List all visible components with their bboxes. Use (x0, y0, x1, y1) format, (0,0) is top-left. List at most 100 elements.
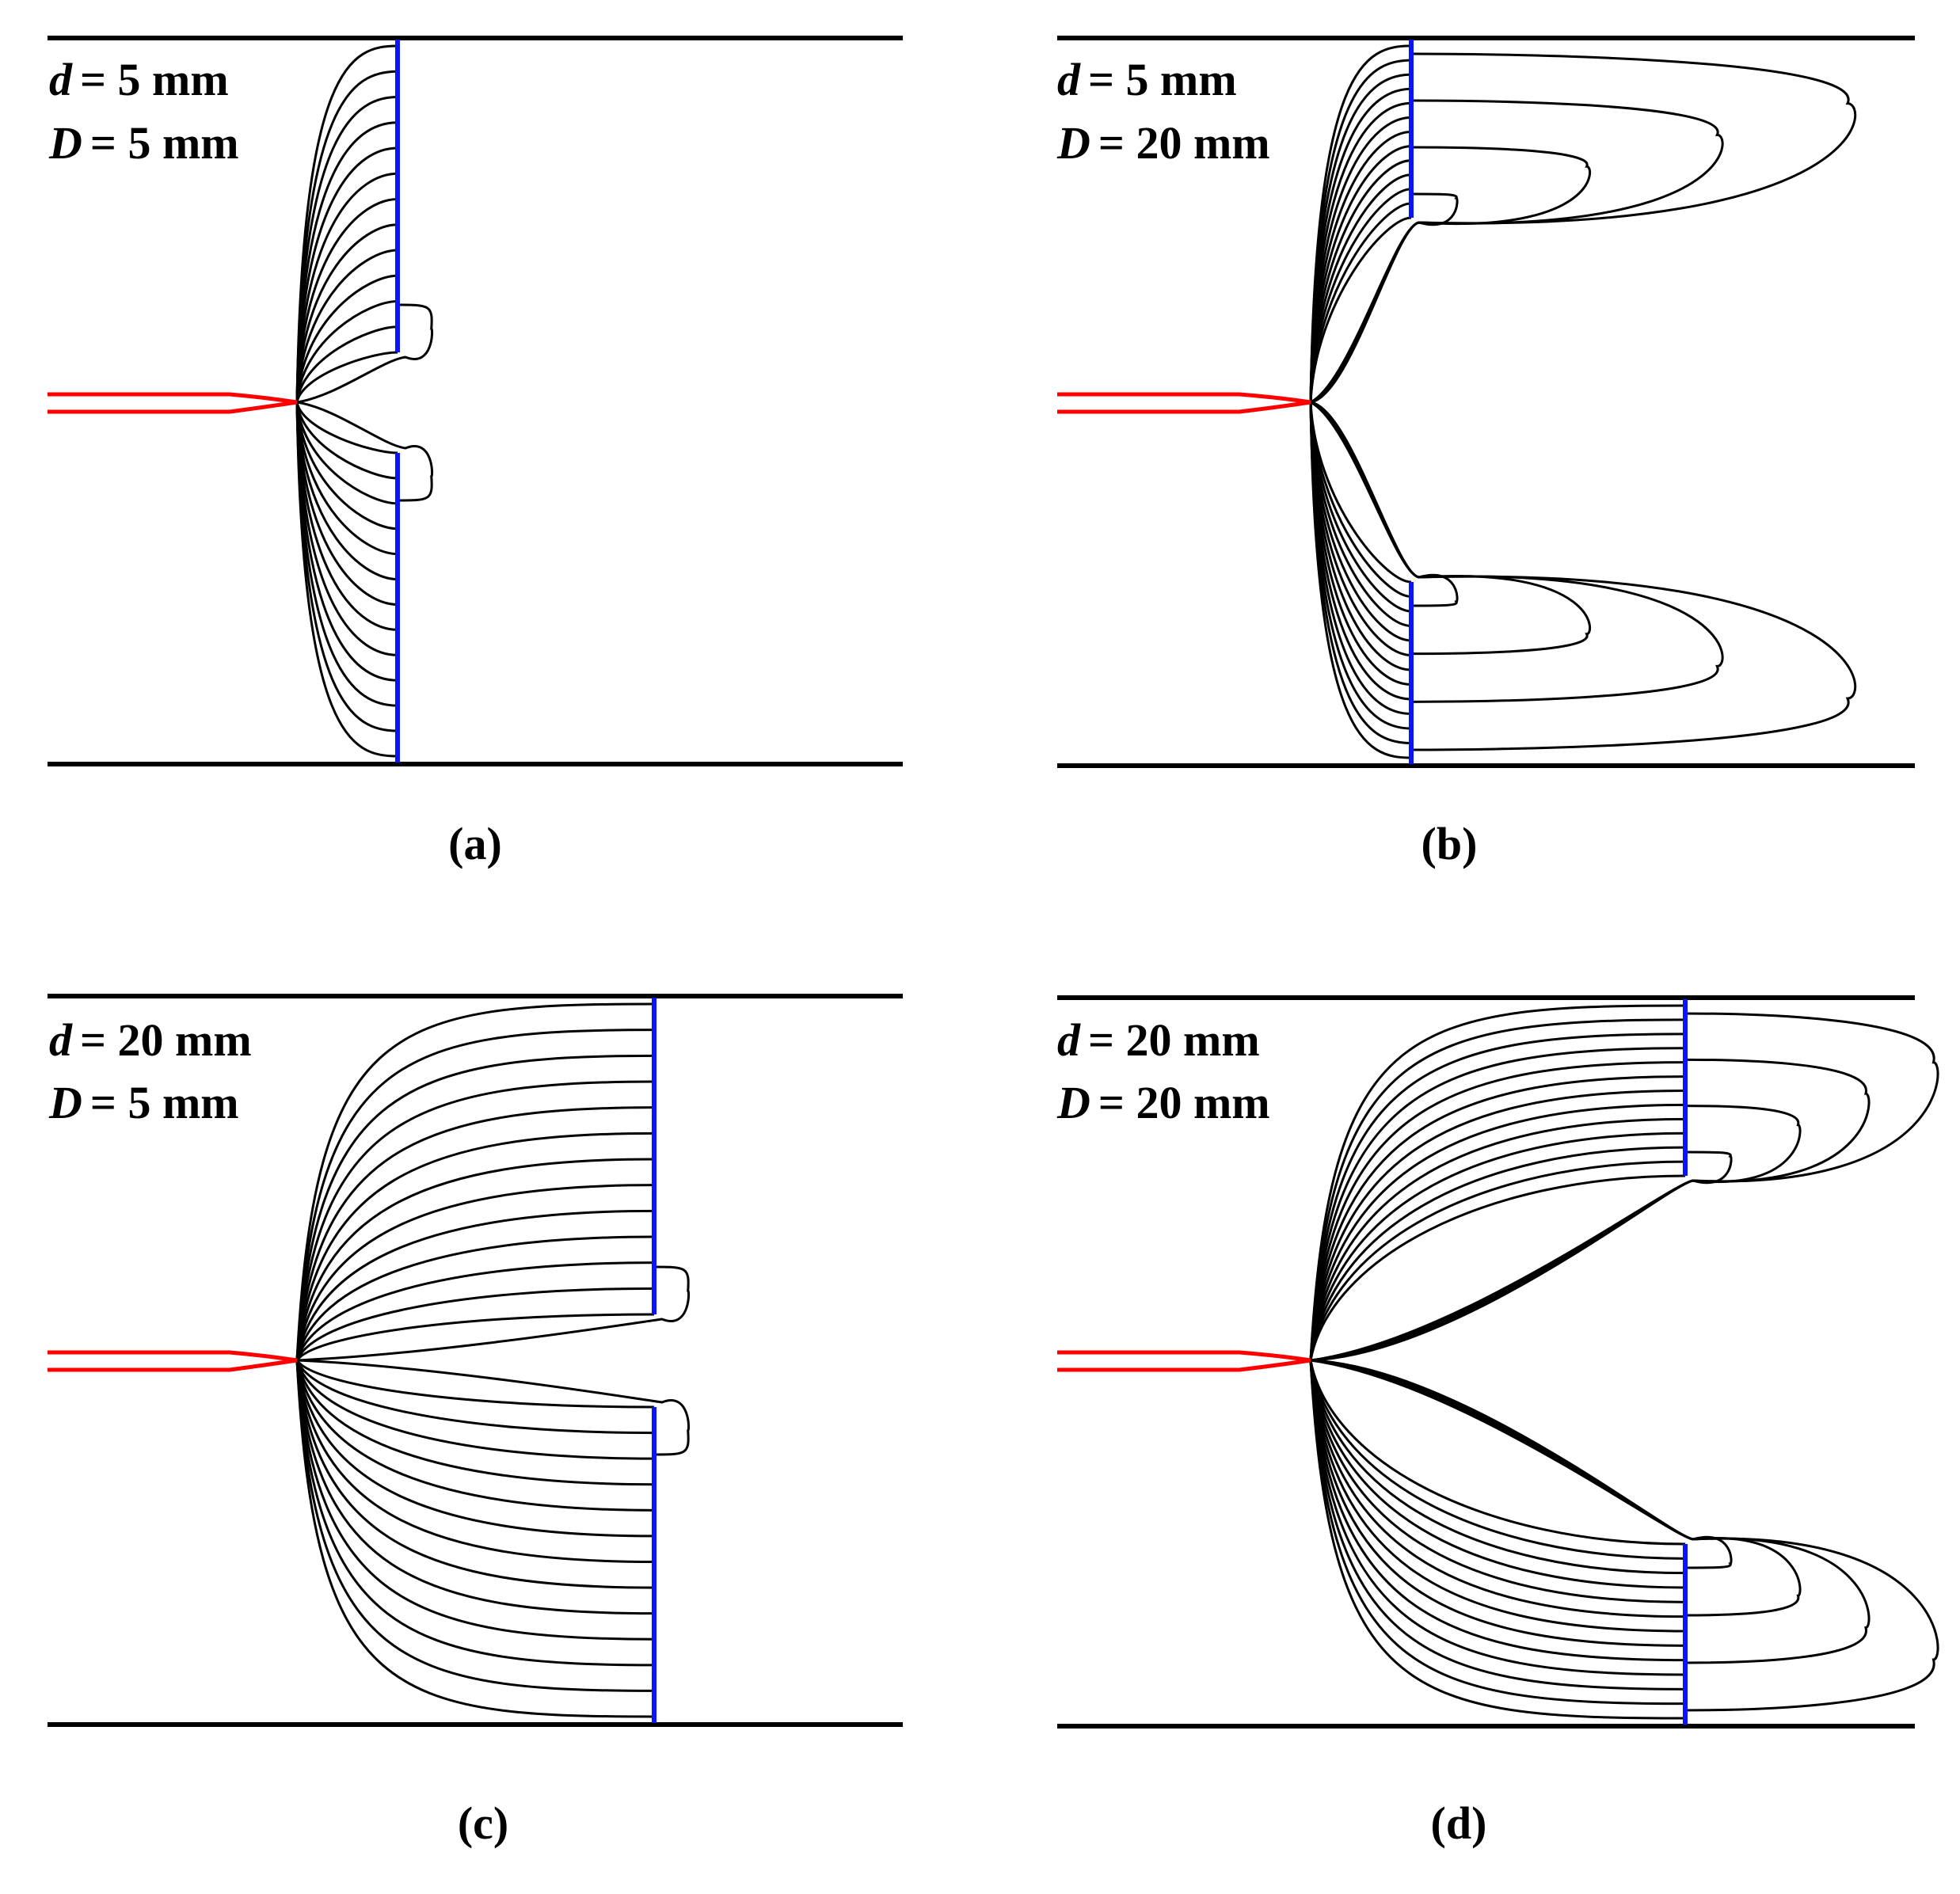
param-D: D= 20 mm (1056, 117, 1270, 169)
field-line-rear (1310, 99, 1724, 404)
field-line (295, 249, 398, 403)
field-line (1309, 1033, 1686, 1361)
field-line-rear (1310, 52, 1857, 404)
field-line (295, 1029, 655, 1361)
field-line (295, 198, 398, 403)
field-line (295, 1360, 655, 1718)
caption: (c) (458, 1797, 508, 1849)
field-lines (295, 44, 434, 758)
field-line (295, 1360, 655, 1667)
field-line (1309, 1360, 1686, 1575)
param-D: D= 5 mm (48, 1077, 239, 1128)
field-line (295, 1360, 655, 1692)
field-line (1309, 1360, 1686, 1603)
field-line (295, 44, 398, 403)
field-line-rear (1310, 401, 1724, 703)
param-D: D= 5 mm (48, 117, 239, 169)
field-line (1309, 1047, 1686, 1361)
field-line (295, 401, 398, 556)
field-line (295, 172, 398, 403)
field-line-rear (1310, 1359, 1871, 1664)
field-line (1309, 1090, 1686, 1361)
field-line (295, 1184, 655, 1361)
field-line (295, 401, 398, 758)
field-line (1309, 1360, 1686, 1633)
needle-electrode (48, 392, 298, 414)
field-line (295, 1360, 655, 1538)
caption: (b) (1421, 818, 1478, 869)
field-line (1309, 1061, 1686, 1361)
field-line (295, 1360, 655, 1615)
field-line (295, 1158, 655, 1361)
field-line (295, 1360, 655, 1409)
field-line (295, 401, 398, 581)
field-line (1309, 1360, 1686, 1691)
field-line (295, 401, 398, 606)
field-lines (1309, 44, 1857, 759)
field-line (1309, 1131, 1686, 1361)
needle-electrode (1057, 392, 1311, 414)
field-line (295, 1360, 655, 1435)
field-lines (1309, 1004, 1939, 1720)
field-line (295, 1360, 655, 1563)
param-D: D= 20 mm (1056, 1077, 1270, 1128)
field-line (295, 401, 398, 531)
field-line (1309, 1117, 1686, 1361)
field-line (1309, 1160, 1686, 1361)
field-line-rear (1310, 1359, 1733, 1569)
field-line (295, 1313, 655, 1361)
field-line (1309, 1018, 1686, 1361)
field-line (1309, 1360, 1686, 1560)
field-line (1309, 1004, 1686, 1361)
field-line (295, 1235, 655, 1361)
field-line (295, 325, 398, 403)
field-line (1309, 44, 1412, 403)
field-line (295, 401, 398, 480)
param-d: d= 20 mm (49, 1014, 252, 1066)
field-line-rear (1310, 1012, 1939, 1362)
caption: (a) (448, 818, 502, 869)
param-d: d= 5 mm (1057, 54, 1237, 105)
field-line (1309, 1360, 1686, 1676)
field-line (1309, 1360, 1686, 1546)
panel-b: d= 5 mm D= 20 mm (b) (1056, 36, 1915, 869)
field-line (295, 1360, 655, 1641)
field-line (295, 1106, 655, 1361)
field-line-rear (296, 303, 434, 404)
field-line (1309, 1146, 1686, 1361)
field-line (1309, 1360, 1686, 1706)
field-line-rear (1310, 1359, 1939, 1712)
caption: (d) (1431, 1797, 1487, 1849)
field-line (295, 1080, 655, 1361)
field-line-rear (296, 1359, 691, 1456)
field-line (295, 401, 398, 454)
field-line (295, 1360, 655, 1589)
field-line (295, 1261, 655, 1361)
param-d: d= 20 mm (1057, 1014, 1260, 1066)
field-line (295, 223, 398, 403)
field-line (1309, 1103, 1686, 1361)
param-d: d= 5 mm (49, 54, 229, 105)
field-line (295, 351, 398, 403)
field-line (1309, 1360, 1686, 1589)
field-line (1309, 1174, 1686, 1361)
field-line-rear (1310, 1150, 1733, 1362)
needle-electrode (48, 1350, 298, 1372)
field-line (295, 274, 398, 403)
field-line (1309, 1360, 1686, 1618)
field-line (295, 1002, 655, 1361)
field-line-rear (296, 401, 434, 502)
field-line (295, 1054, 655, 1361)
field-line (1309, 401, 1412, 759)
field-line (295, 300, 398, 403)
field-line-rear (296, 1265, 691, 1362)
field-line (295, 1287, 655, 1361)
field-line (295, 1131, 655, 1361)
field-line-rear (1310, 1058, 1871, 1362)
panel-a: d= 5 mm D= 5 mm (a) (48, 36, 903, 869)
field-line (295, 401, 398, 505)
field-line (295, 1209, 655, 1361)
panel-c: d= 20 mm D= 5 mm (c) (48, 994, 903, 1849)
field-lines (295, 1002, 691, 1718)
needle-electrode (1057, 1350, 1311, 1372)
